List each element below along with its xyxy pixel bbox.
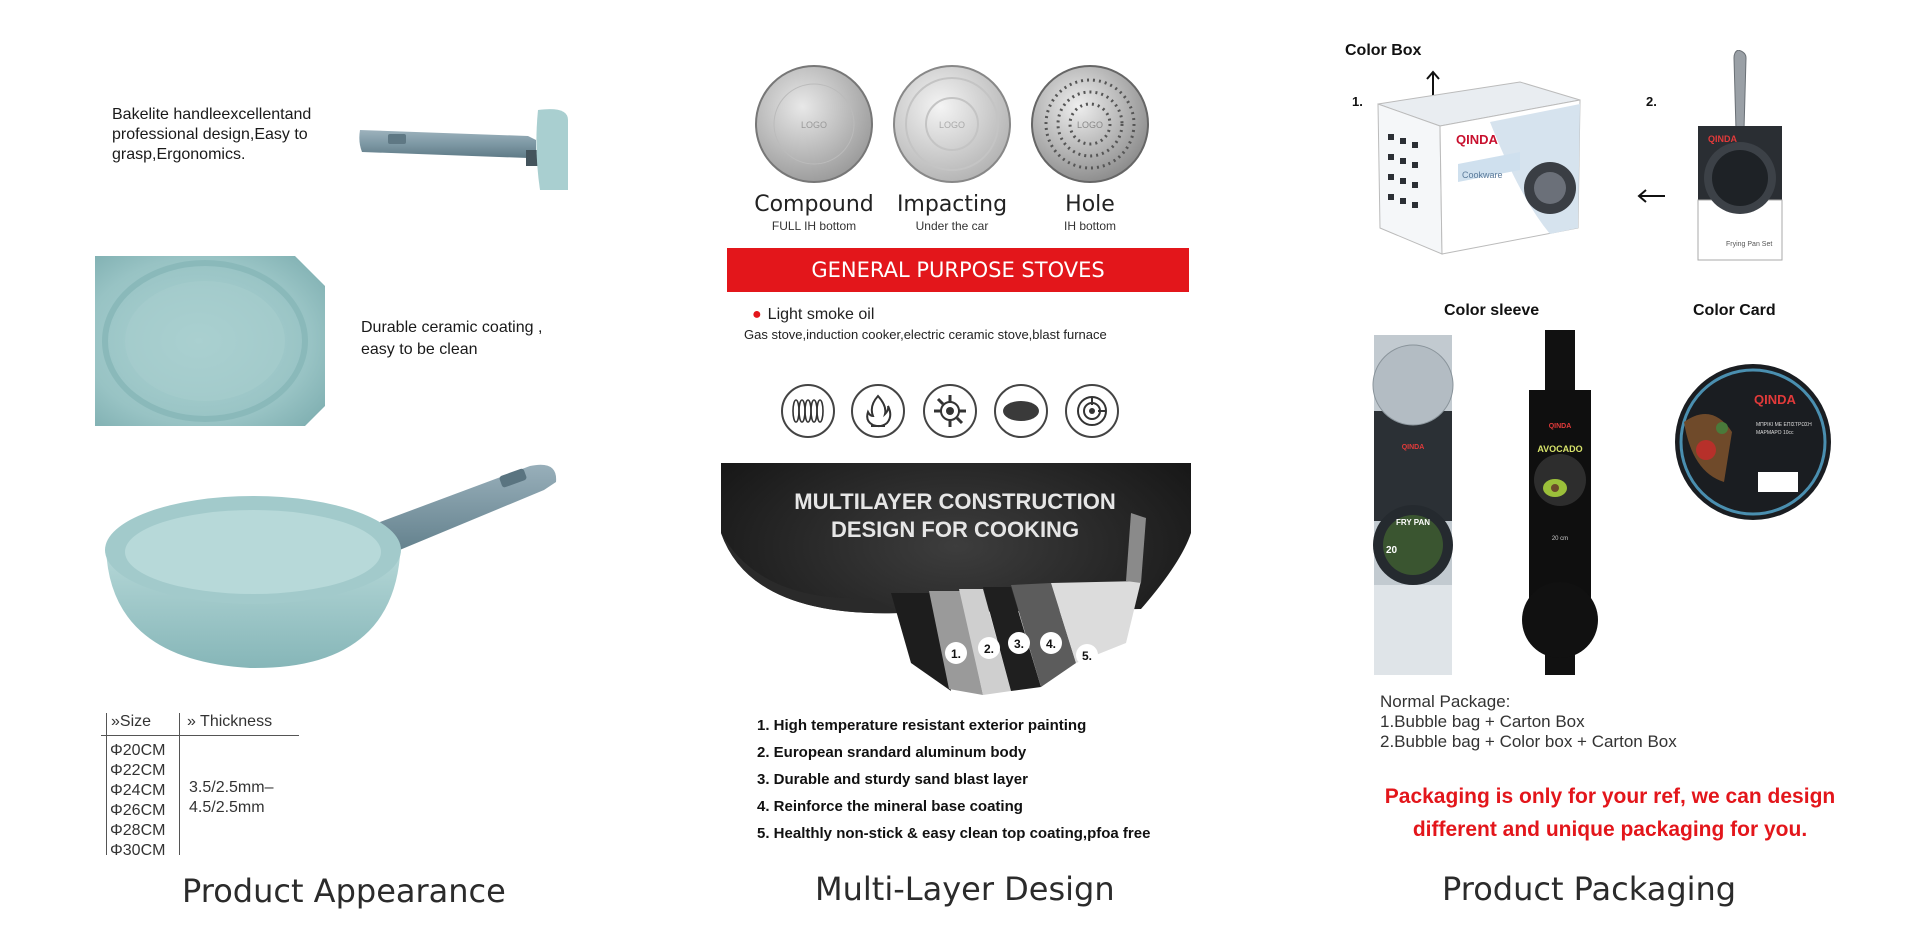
sleeve2-product: AVOCADO: [1537, 444, 1582, 454]
layer-number: 3.: [1014, 637, 1024, 651]
frying-pan-box-image: QINDA Frying Pan Set: [1697, 50, 1783, 261]
ceramic-plate-icon: [994, 384, 1048, 438]
layer-item: 3. Durable and sturdy sand blast layer: [757, 771, 1028, 788]
color-card-image: QINDA ΜΠΡΙΚΙ ΜΕ ΕΠΙΣΤΡΩΣΗ ΜΑΡΜΑΡΟ 10cc: [1675, 364, 1831, 520]
disc-subtitle: Under the car: [915, 219, 989, 233]
size-item: Φ22CM: [110, 762, 166, 779]
coating-closeup-image: [95, 256, 325, 426]
layer-item: 2. European srandard aluminum body: [757, 744, 1027, 761]
size-list: Φ20CM Φ22CM Φ24CM Φ26CM Φ28CM Φ30CM: [110, 741, 165, 861]
smoke-text: Light smoke oil: [767, 306, 875, 323]
handle-feature-text: Bakelite handleexcellentand professional…: [112, 106, 312, 163]
card-brand: QINDA: [1754, 392, 1797, 407]
table-rule: [101, 735, 299, 736]
disc-logo: LOGO: [801, 120, 827, 130]
color-box-title: Color Box: [1345, 42, 1422, 59]
layer-number: 5.: [1082, 649, 1092, 663]
sleeve1-size: 20: [1386, 545, 1398, 556]
thickness-header: » Thickness: [187, 713, 273, 730]
fry-pan-image: [105, 464, 557, 669]
coating-feature-text-1: Durable ceramic coating ,: [361, 319, 543, 336]
card-line-2: ΜΑΡΜΑΡΟ 10cc: [1756, 430, 1794, 436]
color-sleeve-black-image: QINDA AVOCADO 20 cm: [1522, 330, 1598, 675]
size-header: »Size: [111, 713, 152, 730]
layer-number: 2.: [984, 642, 994, 656]
disc-subtitle: IH bottom: [1063, 219, 1117, 233]
layer-item: 4. Reinforce the mineral base coating: [757, 798, 1023, 815]
box-cookware-label: Cookware: [1462, 170, 1503, 180]
product-appearance-panel: Bakelite handleexcellentand professional…: [0, 0, 700, 947]
box-brand: QINDA: [1456, 132, 1499, 147]
disc-subtitle: FULL IH bottom: [771, 219, 857, 233]
normal-package-title: Normal Package:: [1380, 692, 1511, 711]
table-divider-mid: [179, 713, 180, 855]
flame-icon: [851, 384, 905, 438]
option-number-2: 2.: [1646, 94, 1657, 109]
size-item: Φ28CM: [110, 822, 166, 839]
caption-product-packaging: Product Packaging: [1442, 870, 1737, 908]
arrow-left-icon: [1637, 189, 1665, 203]
multilayer-design-panel: LOGO LOGO LOGO Compound FULL IH bottom I…: [700, 0, 1300, 947]
bullet-dot: ●: [752, 306, 762, 323]
sleeve2-brand: QINDA: [1549, 423, 1572, 430]
box2-brand: QINDA: [1708, 134, 1738, 144]
color-box-image: QINDA Cookware: [1377, 81, 1581, 255]
construction-title-1: MULTILAYER CONSTRUCTION: [794, 489, 1115, 514]
layer-number: 1.: [951, 647, 961, 661]
disc-logo: LOGO: [1077, 120, 1103, 130]
table-divider-left: [106, 713, 107, 855]
size-item: Φ30CM: [110, 842, 166, 859]
sleeve1-brand: QINDA: [1402, 444, 1425, 451]
coating-feature-text-2: easy to be clean: [361, 341, 478, 358]
size-item: Φ26CM: [110, 802, 166, 819]
packaging-note-line-1: Packaging is only for your ref, we can d…: [1384, 785, 1836, 808]
normal-package-item: 1.Bubble bag + Carton Box: [1380, 712, 1585, 731]
packaging-note-line-2: different and unique packaging for you.: [1412, 818, 1808, 841]
size-item: Φ24CM: [110, 782, 166, 799]
sleeve2-size: 20 cm: [1552, 536, 1568, 542]
caption-product-appearance: Product Appearance: [182, 872, 506, 910]
caption-multilayer-design: Multi-Layer Design: [815, 870, 1115, 908]
frying-pan-label: Frying Pan Set: [1726, 241, 1772, 248]
card-line-1: ΜΠΡΙΚΙ ΜΕ ΕΠΙΣΤΡΩΣΗ: [1756, 422, 1812, 428]
color-sleeve-title: Color sleeve: [1444, 302, 1540, 319]
disc-logo: LOGO: [939, 120, 965, 130]
general-purpose-stoves-banner: GENERAL PURPOSE STOVES: [727, 248, 1189, 292]
induction-icon: [1065, 384, 1119, 438]
disc-label-impacting: Impacting Under the car: [887, 192, 1017, 233]
arrow-up-icon: [1426, 70, 1440, 96]
layer-list: 1. High temperature resistant exterior p…: [757, 712, 1150, 847]
layer-item: 5. Healthly non-stick & easy clean top c…: [757, 825, 1151, 842]
light-smoke-oil: ● Light smoke oil: [752, 306, 874, 324]
disc-title: Hole: [1065, 192, 1115, 217]
option-number-1: 1.: [1352, 94, 1363, 109]
normal-package-item: 2.Bubble bag + Color box + Carton Box: [1380, 732, 1677, 751]
gas-burner-icon: [923, 384, 977, 438]
thickness-value: 3.5/2.5mm– 4.5/2.5mm: [189, 778, 273, 818]
color-card-title: Color Card: [1693, 302, 1776, 319]
layer-item: 1. High temperature resistant exterior p…: [757, 717, 1087, 734]
sleeve1-product: FRY PAN: [1396, 518, 1430, 527]
color-sleeve-grey-image: FRY PAN 20 QINDA: [1372, 335, 1454, 675]
thickness-line-1: 3.5/2.5mm–: [189, 779, 274, 796]
disc-label-compound: Compound FULL IH bottom: [749, 192, 879, 233]
normal-package-list: Normal Package: 1.Bubble bag + Carton Bo…: [1380, 692, 1677, 752]
product-packaging-panel: Color Box 1. 2. QINDA Cookware QINDA Fr: [1300, 0, 1920, 947]
coil-icon: [781, 384, 835, 438]
layer-number: 4.: [1046, 637, 1056, 651]
thickness-line-2: 4.5/2.5mm: [189, 799, 265, 816]
multilayer-construction-image: 1. 2. 3. 4. 5. MULTILAYER CONSTRUCTION D…: [721, 463, 1191, 701]
disc-label-hole: Hole IH bottom: [1025, 192, 1155, 233]
handle-closeup-image: [359, 109, 568, 190]
size-item: Φ20CM: [110, 742, 166, 759]
disc-title: Compound: [754, 192, 874, 217]
disc-title: Impacting: [896, 192, 1008, 217]
packaging-note: Packaging is only for your ref, we can d…: [1340, 780, 1880, 846]
stove-types-text: Gas stove,induction cooker,electric cera…: [744, 327, 1107, 342]
bottom-discs-image: LOGO LOGO LOGO: [755, 65, 1149, 183]
construction-title-2: DESIGN FOR COOKING: [831, 517, 1079, 542]
